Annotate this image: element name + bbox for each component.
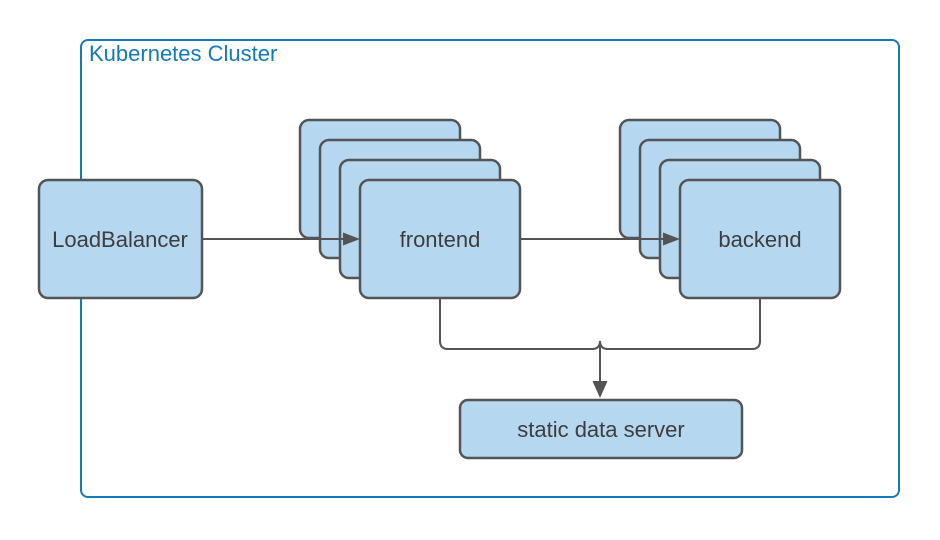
static-data-server-label: static data server	[517, 417, 685, 442]
edge-backend-to-merge	[599, 298, 761, 350]
node-labels: LoadBalancer frontend backend static dat…	[52, 227, 801, 442]
frontend-label: frontend	[400, 227, 481, 252]
backend-label: backend	[718, 227, 801, 252]
edge-frontend-to-merge	[439, 298, 601, 350]
edges	[202, 232, 761, 398]
arrowhead-frontend-to-backend	[663, 232, 680, 246]
backend-stack	[618, 118, 842, 300]
node-static-data-server	[458, 398, 744, 460]
cluster-label: Kubernetes Cluster	[89, 41, 277, 66]
arrowhead-loadbalancer-to-frontend	[343, 232, 360, 246]
loadbalancer-label: LoadBalancer	[52, 227, 188, 252]
frontend-stack	[298, 118, 522, 300]
arrowhead-merge-to-static-data-server	[592, 381, 608, 398]
